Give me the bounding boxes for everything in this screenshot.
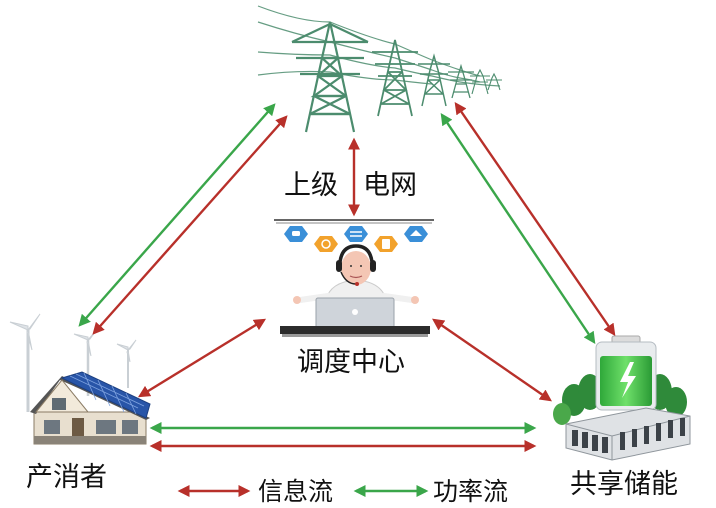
service-hexagons-icon: [284, 226, 428, 252]
label-dispatch-center: 调度中心: [297, 347, 405, 378]
wind-turbine-icon: [9, 313, 137, 412]
laptop-icon: [315, 297, 395, 329]
label-upper-grid-part1: 上级: [284, 170, 338, 201]
battery-icon: [595, 335, 657, 411]
label-prosumer: 产消者: [26, 462, 107, 493]
label-upper-grid-part2: 电网: [363, 170, 417, 201]
arrow-grid-prosumer-power: [78, 103, 276, 327]
arrow-grid-storage-power: [440, 113, 596, 344]
arrow-grid-storage-info: [454, 102, 616, 336]
arrow-grid-prosumer-info: [92, 115, 288, 335]
operator-icon: [293, 244, 419, 304]
prosumer-house-icon: [9, 313, 151, 445]
legend-power-flow-label: 功率流: [433, 477, 509, 506]
transmission-towers-icon: [257, 5, 502, 133]
arrow-dispatch-prosumer-info: [137, 318, 267, 398]
flow-arrows: [78, 102, 616, 497]
shared-storage-icon: [553, 335, 691, 461]
legend-info-flow-label: 信息流: [258, 477, 334, 506]
dispatch-center-icon: [274, 219, 434, 337]
label-shared-storage: 共享储能: [570, 469, 678, 500]
arrow-dispatch-storage-info: [432, 318, 552, 402]
